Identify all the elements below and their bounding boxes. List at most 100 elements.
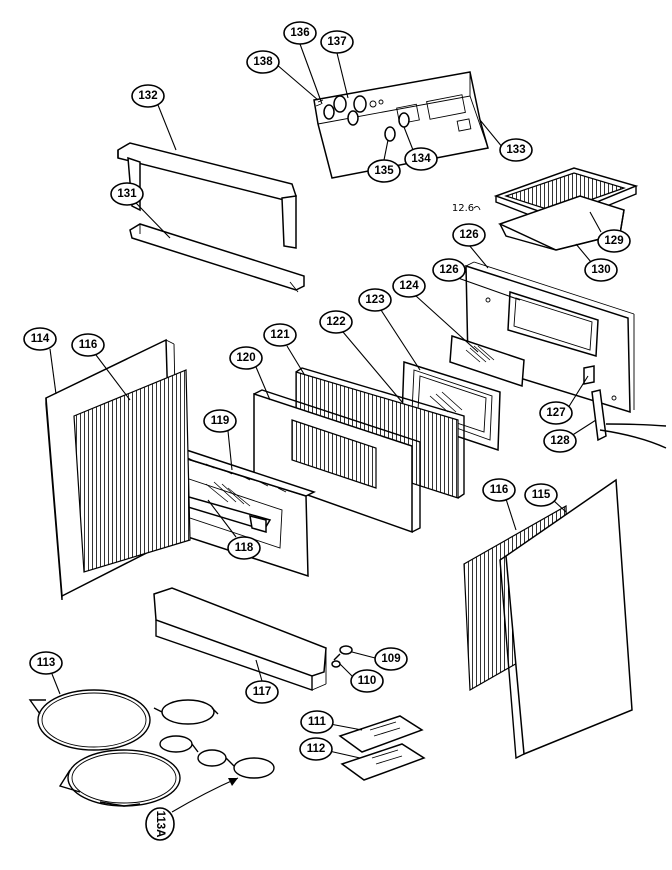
callout-111: 111 <box>300 710 334 734</box>
callout-circle <box>110 182 144 206</box>
handwritten-note-mark <box>473 205 481 211</box>
callout-114: 114 <box>23 327 57 351</box>
callout-circle <box>597 229 631 253</box>
callout-109: 109 <box>374 647 408 671</box>
kickplate <box>153 587 327 691</box>
callout-circle <box>432 258 466 282</box>
callout-133: 133 <box>499 138 533 162</box>
callout-number: 126 <box>459 229 478 241</box>
door-liner <box>253 389 421 534</box>
callout-number: 136 <box>290 27 309 39</box>
callout-130: 130 <box>584 258 618 282</box>
callout-123: 123 <box>358 288 392 312</box>
callout-circle <box>283 21 317 45</box>
callout-circle <box>71 333 105 357</box>
callout-128: 128 <box>543 429 577 453</box>
callout-121: 121 <box>263 323 297 347</box>
callout-113a: 113A <box>145 807 175 841</box>
callout-number: 134 <box>411 153 431 165</box>
leader-lines <box>49 43 602 813</box>
callout-number: 121 <box>270 329 290 341</box>
callout-127: 127 <box>539 401 573 425</box>
callout-circle <box>543 429 577 453</box>
callout-138: 138 <box>246 50 280 74</box>
callout-number: 138 <box>253 56 273 68</box>
callout-number: 116 <box>490 484 509 496</box>
callout-circle <box>245 680 279 704</box>
callout-number: 126 <box>439 264 458 276</box>
callout-number: 113A <box>154 811 166 838</box>
callout-120: 120 <box>229 346 263 370</box>
callout-134: 134 <box>404 147 438 171</box>
callout-number: 132 <box>138 90 157 102</box>
window-frame <box>401 360 501 452</box>
callout-137: 137 <box>320 30 354 54</box>
callout-number: 122 <box>326 316 345 328</box>
callout-number: 112 <box>307 743 326 755</box>
callout-number: 123 <box>365 294 384 306</box>
callout-circle <box>482 478 516 502</box>
callout-circle <box>358 288 392 312</box>
callout-circle <box>227 536 261 560</box>
callout-circle <box>319 310 353 334</box>
callout-135: 135 <box>367 159 401 183</box>
callout-labels: 136 137 138 132 133 135 134 131 126 129 130 126 124 1… <box>23 21 631 841</box>
callout-number: 128 <box>550 435 570 447</box>
callout-circle <box>374 647 408 671</box>
trim-strip <box>129 223 305 293</box>
callout-number: 135 <box>374 165 394 177</box>
callout-number: 115 <box>532 489 551 501</box>
callout-126: 126 <box>432 258 466 282</box>
callout-116: 116 <box>482 478 516 502</box>
callout-number: 129 <box>604 235 623 247</box>
left-side-insulation <box>73 369 191 573</box>
callout-circle <box>350 669 384 693</box>
callout-circle <box>145 807 175 841</box>
callout-circle <box>246 50 280 74</box>
callout-circle <box>131 84 165 108</box>
callout-124: 124 <box>392 274 426 298</box>
callout-129: 129 <box>597 229 631 253</box>
callout-circle <box>203 409 237 433</box>
callout-136: 136 <box>283 21 317 45</box>
callout-circle <box>263 323 297 347</box>
callout-circle <box>539 401 573 425</box>
callout-126: 126 <box>452 223 486 247</box>
callout-number: 117 <box>253 686 272 698</box>
callout-number: 111 <box>308 716 327 728</box>
callout-circle <box>524 483 558 507</box>
callout-116: 116 <box>71 333 105 357</box>
callout-113: 113 <box>29 651 63 675</box>
callout-number: 113 <box>37 657 56 669</box>
screws <box>331 645 353 668</box>
callout-number: 119 <box>211 415 230 427</box>
callout-circle <box>299 737 333 761</box>
callout-110: 110 <box>350 669 384 693</box>
broiler-tray <box>498 195 625 251</box>
callout-132: 132 <box>131 84 165 108</box>
callout-118: 118 <box>227 536 261 560</box>
handwritten-part-note: 12.6 <box>452 203 474 214</box>
callout-circle <box>23 327 57 351</box>
callout-number: 118 <box>235 542 254 554</box>
callout-number: 131 <box>117 188 137 200</box>
callout-number: 110 <box>358 675 377 687</box>
callout-number: 127 <box>546 407 565 419</box>
callout-number: 114 <box>31 333 50 345</box>
callout-circle <box>392 274 426 298</box>
callout-circle <box>320 30 354 54</box>
callout-circle <box>300 710 334 734</box>
callout-circle <box>452 223 486 247</box>
callout-circle <box>367 159 401 183</box>
control-knobs <box>315 95 410 142</box>
callout-122: 122 <box>319 310 353 334</box>
callout-circle <box>584 258 618 282</box>
callout-number: 120 <box>236 352 255 364</box>
right-side-panel <box>499 478 633 760</box>
callout-117: 117 <box>245 680 279 704</box>
callout-circle <box>404 147 438 171</box>
callout-number: 133 <box>506 144 525 156</box>
callout-circle <box>499 138 533 162</box>
callout-number: 116 <box>79 339 98 351</box>
